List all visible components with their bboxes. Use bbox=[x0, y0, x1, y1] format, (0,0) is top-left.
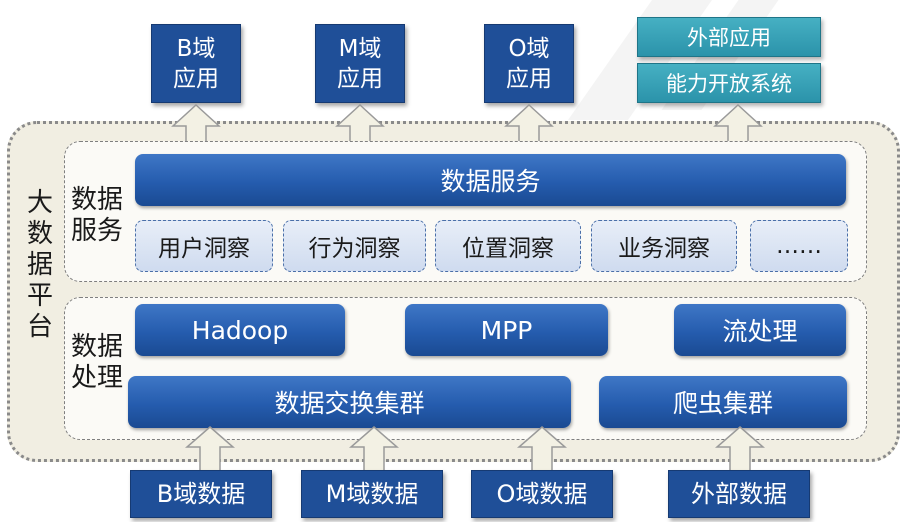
o-domain-data-box: O域数据 bbox=[471, 470, 613, 518]
location-insight-box: 位置洞察 bbox=[435, 220, 581, 272]
arrow-up-m-data bbox=[348, 426, 400, 472]
platform-label-char-5: 台 bbox=[26, 311, 53, 342]
b-domain-app-box: B域 应用 bbox=[151, 24, 241, 103]
crawler-cluster-box: 爬虫集群 bbox=[599, 376, 847, 428]
business-insight-box: 业务洞察 bbox=[591, 220, 737, 272]
open-capability-system-box: 能力开放系统 bbox=[637, 63, 821, 103]
platform-label-char-4: 平 bbox=[26, 280, 53, 311]
data-processing-label-line1: 数据 bbox=[70, 332, 123, 362]
data-service-label-line2: 服务 bbox=[70, 216, 123, 246]
external-apps-box: 外部应用 bbox=[637, 17, 821, 57]
arrow-up-b-data bbox=[184, 426, 236, 472]
platform-label-char-3: 据 bbox=[26, 249, 53, 280]
data-processing-label-line2: 处理 bbox=[70, 363, 123, 393]
data-service-bar: 数据服务 bbox=[135, 154, 846, 206]
data-service-label: 数据 服务 bbox=[64, 181, 130, 251]
b-domain-app-line1: B域 bbox=[176, 35, 216, 62]
behavior-insight-box: 行为洞察 bbox=[283, 220, 426, 272]
arrow-up-external-data bbox=[714, 426, 766, 472]
external-data-box: 外部数据 bbox=[668, 470, 810, 518]
data-exchange-cluster-bar: 数据交换集群 bbox=[128, 376, 571, 428]
o-domain-app-box: O域 应用 bbox=[484, 24, 574, 103]
more-insight-box: …… bbox=[750, 220, 848, 272]
o-domain-app-line1: O域 bbox=[508, 35, 550, 62]
user-insight-box: 用户洞察 bbox=[135, 220, 273, 272]
data-processing-label: 数据 处理 bbox=[64, 328, 130, 398]
o-domain-app-line2: 应用 bbox=[506, 65, 552, 92]
m-domain-app-line1: M域 bbox=[338, 35, 382, 62]
b-domain-app-line2: 应用 bbox=[173, 65, 219, 92]
mpp-box: MPP bbox=[405, 304, 608, 356]
platform-label-char-2: 数 bbox=[26, 218, 53, 249]
m-domain-data-box: M域数据 bbox=[301, 470, 443, 518]
platform-label: 大 数 据 平 台 bbox=[20, 165, 60, 365]
m-domain-app-line2: 应用 bbox=[337, 65, 383, 92]
platform-label-char-1: 大 bbox=[26, 187, 53, 218]
arrow-up-o-data bbox=[516, 426, 568, 472]
hadoop-box: Hadoop bbox=[135, 304, 345, 356]
b-domain-data-box: B域数据 bbox=[130, 470, 272, 518]
stream-processing-box: 流处理 bbox=[674, 304, 846, 356]
data-service-label-line1: 数据 bbox=[70, 185, 123, 215]
m-domain-app-box: M域 应用 bbox=[315, 24, 405, 103]
